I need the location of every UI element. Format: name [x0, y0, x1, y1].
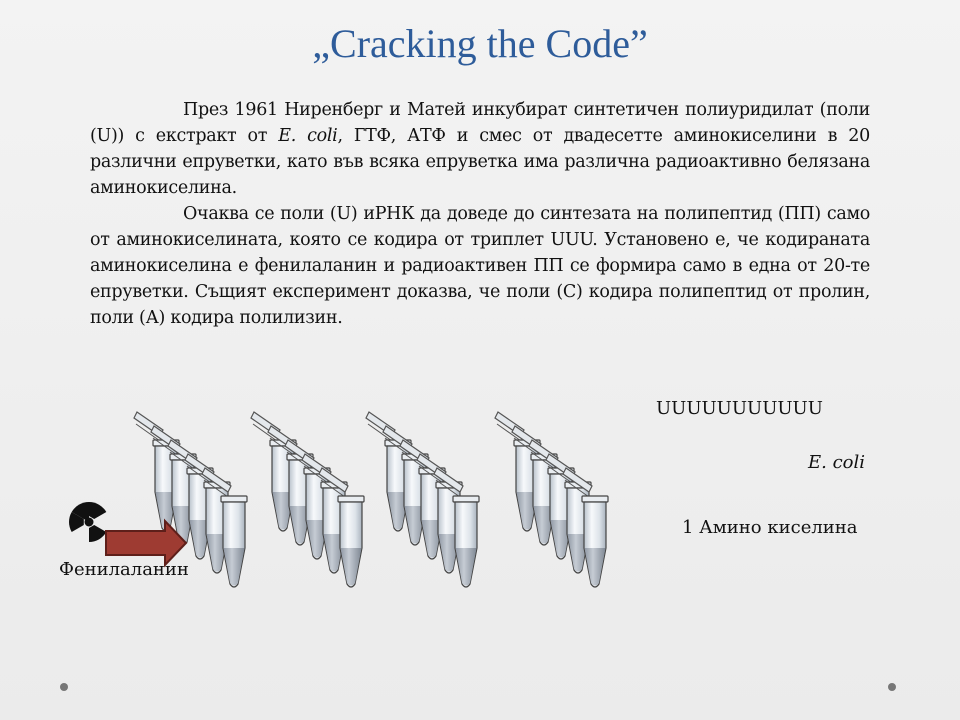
poly-u-label: UUUUUUUUUUU — [656, 398, 823, 419]
paragraph-1-text-b: , ГТФ, АТФ и смес от двадесетте аминокис… — [90, 126, 870, 198]
paragraph-1: През 1961 Ниренберг и Матей инкубират си… — [90, 97, 870, 201]
paragraph-2: Очаква се поли (U) иРНК да доведе до син… — [90, 204, 870, 328]
paragraph-1-text-a: През 1961 Ниренберг и Матей инкубират си… — [90, 100, 870, 146]
nav-dot-left — [60, 683, 68, 691]
phenylalanine-label: Фенилаланин — [59, 559, 189, 580]
nav-dot-right — [888, 683, 896, 691]
tube-group — [365, 411, 480, 588]
tube-group — [250, 411, 365, 588]
slide-title: „Cracking the Code” — [312, 21, 648, 66]
ecoli-label: E. coli — [808, 452, 866, 473]
arrow-icon — [105, 518, 188, 568]
radiation-icon — [69, 502, 107, 542]
tube-group — [494, 411, 609, 588]
paragraph-1-italic: E. coli — [278, 126, 338, 146]
body-text: През 1961 Ниренберг и Матей инкубират си… — [90, 97, 870, 331]
amino-acid-label: 1 Амино киселина — [682, 517, 858, 538]
